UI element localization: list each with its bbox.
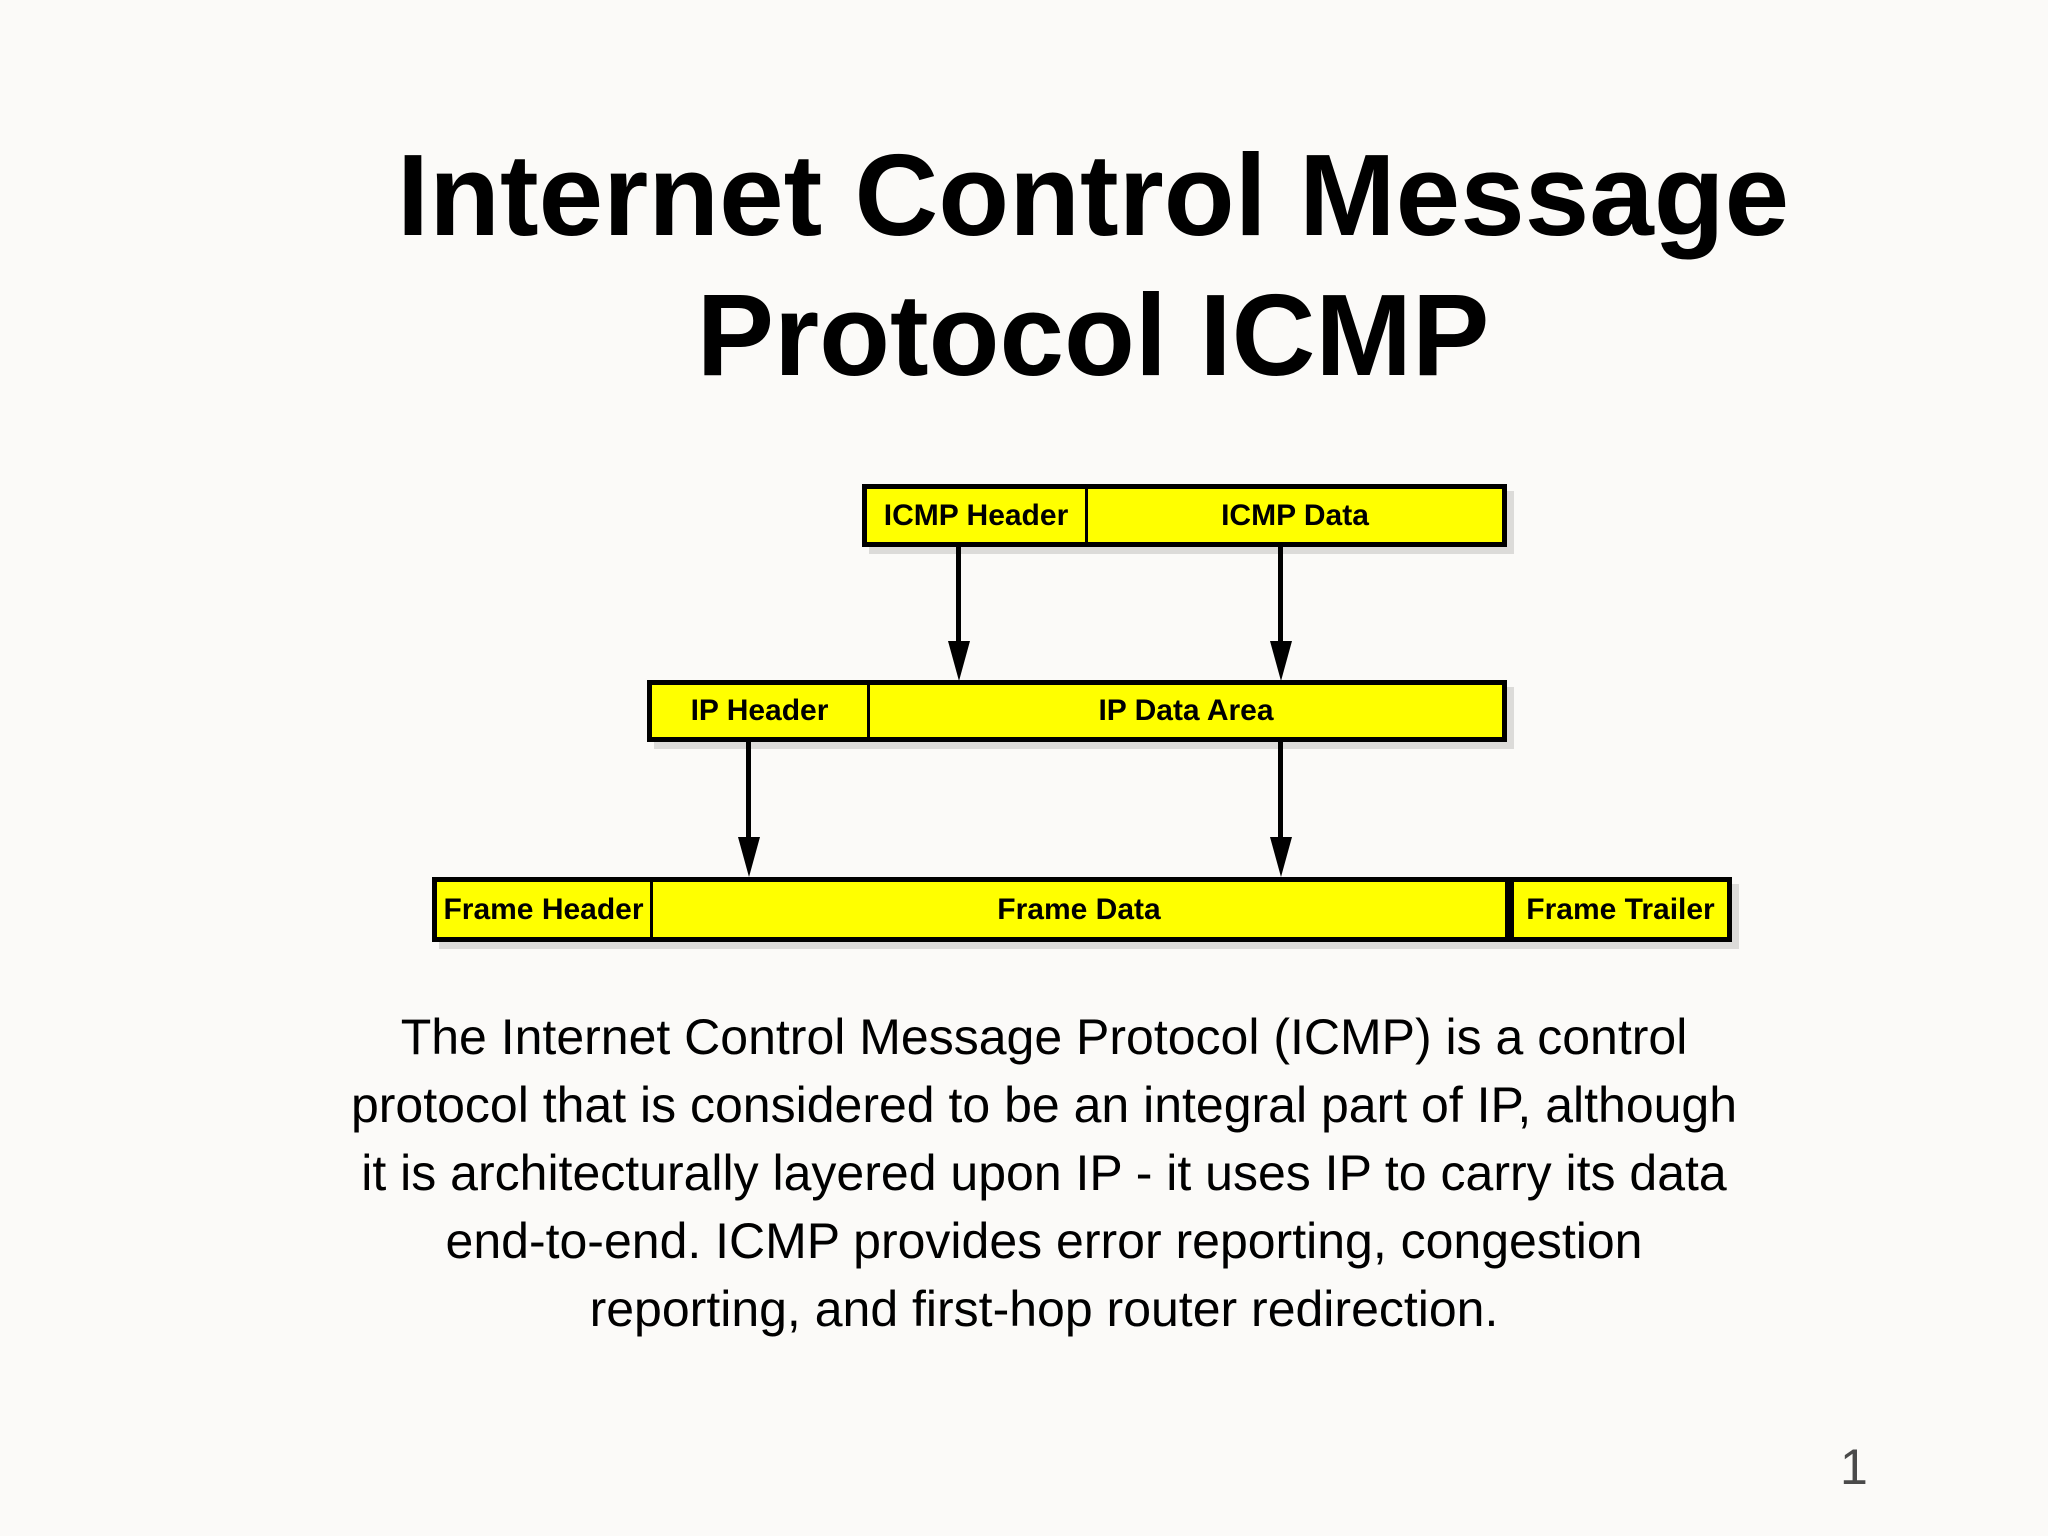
ip-header-cell: IP Header <box>690 694 829 727</box>
ip-packet-row: IP Header IP Data Area <box>647 680 1507 742</box>
icmp-packet-row: ICMP Header ICMP Data <box>862 484 1507 547</box>
arrow-down-icon-icmp-data-to-ip-data <box>1278 547 1283 641</box>
icmp-data-cell: ICMP Data <box>1085 489 1502 542</box>
frame-row: Frame Header Frame Data Frame Trailer <box>432 877 1732 942</box>
arrow-down-icon-icmp-header-to-ip-data <box>956 547 961 641</box>
frame-header-cell: Frame Header <box>443 892 644 926</box>
body-paragraph: The Internet Control Message Protocol (I… <box>40 1003 2048 1343</box>
arrow-down-icon-ip-data-to-frame-data <box>1278 742 1283 837</box>
frame-trailer-cell: Frame Trailer <box>1505 882 1727 937</box>
frame-data-cell: Frame Data <box>650 882 1505 937</box>
slide-title: Internet Control Message Protocol ICMP <box>138 125 2048 405</box>
icmp-header-cell: ICMP Header <box>883 498 1069 532</box>
body-line: it is architecturally layered upon IP - … <box>361 1145 1727 1201</box>
page-number: 1 <box>1840 1439 1868 1495</box>
body-line: protocol that is considered to be an int… <box>350 1077 1738 1133</box>
body-line: end-to-end. ICMP provides error reportin… <box>445 1213 1643 1269</box>
body-line: The Internet Control Message Protocol (I… <box>400 1009 1688 1065</box>
arrow-down-icon-ip-header-to-frame-data <box>746 742 751 837</box>
title-line-2: Protocol ICMP <box>696 270 1490 400</box>
ip-data-area-cell: IP Data Area <box>867 685 1502 737</box>
title-line-1: Internet Control Message <box>396 130 1790 260</box>
body-line: reporting, and first-hop router redirect… <box>589 1281 1499 1337</box>
